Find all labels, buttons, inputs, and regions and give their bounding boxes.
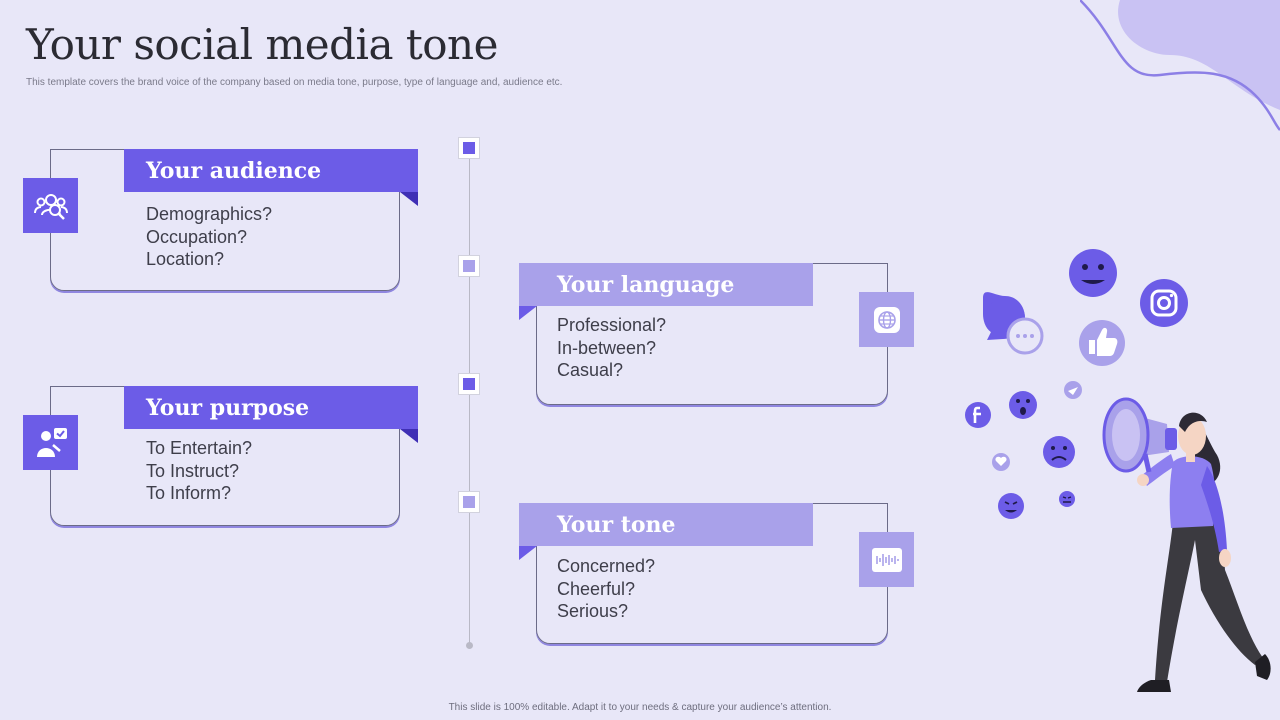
woman-figure (1137, 412, 1271, 692)
list-item: Serious? (557, 601, 629, 621)
emoji-icon (1064, 381, 1082, 399)
timeline-node-2 (458, 255, 480, 277)
emoji-icon (1059, 491, 1075, 507)
timeline-node-4 (458, 491, 480, 513)
megaphone-icon (1102, 397, 1177, 473)
list-item: To Entertain? (146, 438, 253, 458)
instagram-icon (1140, 279, 1188, 327)
list-item: To Inform? (146, 483, 232, 503)
timeline-line (469, 150, 470, 646)
list-item: To Instruct? (146, 460, 240, 481)
emoji-icon (1009, 391, 1037, 419)
chat-bubble-icon (983, 292, 1044, 355)
list-item: Occupation? (146, 226, 248, 247)
megaphone-woman-illustration (965, 249, 1271, 692)
card-tone-heading: Your tone (519, 503, 813, 546)
soundwave-icon (859, 532, 914, 587)
page-subtitle: This template covers the brand voice of … (26, 77, 563, 88)
card-tone: Your tone Concerned? Cheerful? Serious? (519, 503, 919, 648)
audience-group-icon (23, 178, 78, 233)
footer-note: This slide is 100% editable. Adapt it to… (448, 702, 832, 713)
list-item: Location? (146, 249, 225, 269)
card-purpose-items: To Entertain? To Instruct? To Inform? (146, 437, 252, 505)
card-language-items: Professional? In-between? Casual? (557, 314, 666, 382)
facebook-icon (965, 402, 991, 428)
card-purpose: Your purpose To Entertain? To Instruct? … (23, 386, 423, 531)
user-check-icon (23, 415, 78, 470)
list-item: Casual? (557, 360, 624, 380)
thumbs-up-icon (1079, 320, 1125, 366)
list-item: Demographics? (146, 204, 273, 224)
list-item: Professional? (557, 315, 667, 335)
list-item: In-between? (557, 337, 657, 358)
corner-wave-decoration (1080, 0, 1280, 131)
card-audience: Your audience Demographics? Occupation? … (23, 149, 423, 294)
card-audience-heading: Your audience (124, 149, 418, 192)
page-title: Your social media tone (26, 20, 498, 69)
timeline-node-1 (458, 137, 480, 159)
globe-icon (859, 292, 914, 347)
list-item: Concerned? (557, 556, 656, 576)
card-tone-items: Concerned? Cheerful? Serious? (557, 555, 655, 623)
timeline-end-dot (466, 642, 473, 649)
card-language: Your language Professional? In-between? … (519, 263, 919, 408)
heart-icon (992, 453, 1010, 471)
card-language-heading: Your language (519, 263, 813, 306)
list-item: Cheerful? (557, 578, 636, 599)
card-purpose-heading: Your purpose (124, 386, 418, 429)
timeline-node-3 (458, 373, 480, 395)
emoji-icon (1043, 436, 1075, 468)
emoji-icon (998, 493, 1024, 519)
card-audience-items: Demographics? Occupation? Location? (146, 203, 272, 271)
smiley-icon (1069, 249, 1117, 297)
